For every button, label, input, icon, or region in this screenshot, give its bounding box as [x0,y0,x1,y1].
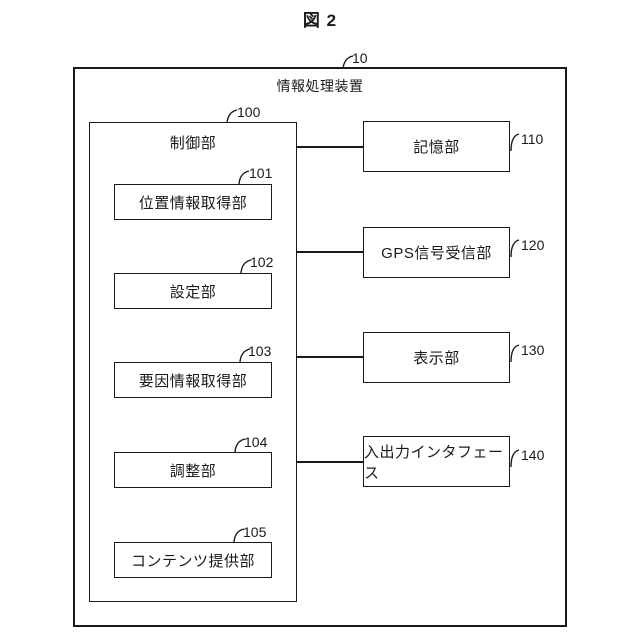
leader-line [510,449,520,468]
ref-number-peripheral: 130 [521,342,545,358]
ref-number-module: 104 [244,434,268,450]
connector-line [297,146,364,148]
leader-line [239,348,251,363]
module-label: 設定部 [169,283,217,301]
connector-line [297,356,364,358]
ref-number-peripheral: 110 [521,131,544,147]
ref-number-module: 101 [249,165,273,181]
peripheral-label: 記憶部 [413,139,460,156]
peripheral-box-display: 表示部 [363,332,510,383]
peripheral-box-io-interface: 入出力インタフェース [363,436,510,487]
leader-line [510,239,520,258]
figure-title: 図 2 [302,11,338,30]
leader-line [233,528,245,543]
ref-number-peripheral: 140 [521,447,545,463]
ref-number-peripheral: 120 [521,237,545,253]
module-box-position-info: 位置情報取得部 [114,184,272,220]
module-box-adjustment: 調整部 [114,452,272,488]
ref-number-device: 10 [352,50,368,66]
ref-number-module: 103 [248,343,272,359]
module-box-factor-info: 要因情報取得部 [114,362,272,398]
module-label: 要因情報取得部 [138,372,248,390]
module-box-setting: 設定部 [114,273,272,309]
leader-line [510,344,520,363]
leader-line [226,109,238,124]
connector-line [297,251,364,253]
peripheral-label: GPS信号受信部 [381,245,492,262]
module-label: 調整部 [169,462,217,480]
connector-line [297,461,364,463]
ref-number-controller: 100 [237,104,261,120]
controller-label: 制御部 [169,135,217,152]
peripheral-box-storage: 記憶部 [363,121,510,172]
peripheral-box-gps-receiver: GPS信号受信部 [363,227,510,278]
module-label: 位置情報取得部 [138,194,248,212]
leader-line [510,133,520,152]
module-box-content-provision: コンテンツ提供部 [114,542,272,578]
leader-line [342,55,354,70]
leader-line [234,438,246,453]
leader-line [238,170,250,185]
peripheral-label: 表示部 [413,350,460,367]
ref-number-module: 105 [243,524,267,540]
leader-line [240,259,252,274]
module-label: コンテンツ提供部 [130,552,255,570]
device-label: 情報処理装置 [276,78,364,94]
peripheral-label: 入出力インタフェース [364,443,504,482]
ref-number-module: 102 [250,254,274,270]
